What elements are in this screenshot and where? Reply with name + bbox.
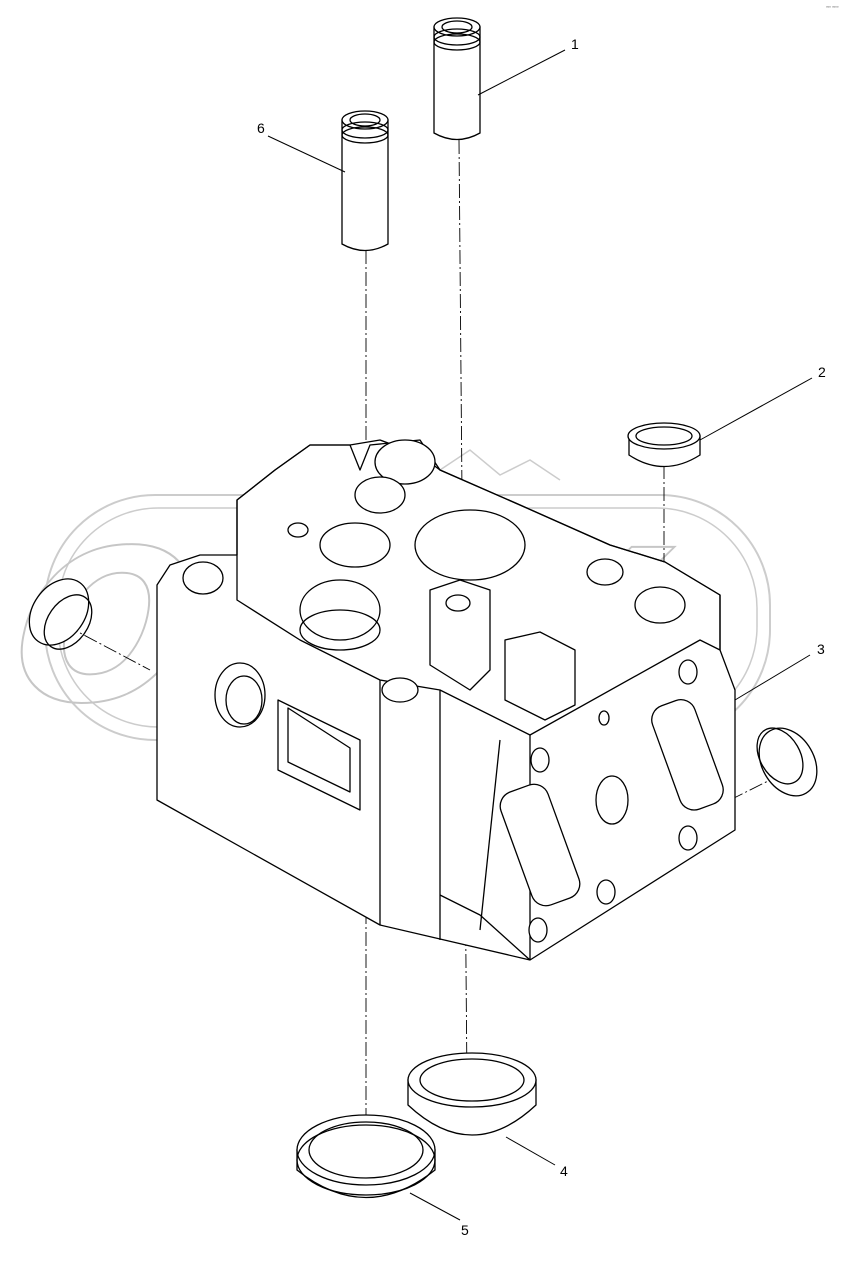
callout-4: 4 <box>560 1163 568 1179</box>
callout-6: 6 <box>257 120 265 136</box>
leader-lines <box>267 49 813 1221</box>
callout-3: 3 <box>817 641 825 657</box>
callout-5: 5 <box>461 1222 469 1238</box>
valve-seat-part-4 <box>407 1052 537 1136</box>
corner-code: ⁰⁰⁰ ⁰⁰⁰⁰ <box>826 5 839 10</box>
side-plug-left <box>28 578 93 650</box>
cylinder-head-part-3 <box>156 439 736 961</box>
plug-part-2 <box>627 422 701 468</box>
valve-guide-part-1 <box>433 17 481 141</box>
callout-1: 1 <box>571 36 579 52</box>
valve-guide-part-6 <box>341 110 389 252</box>
valve-seat-part-5 <box>296 1114 436 1198</box>
side-plug-right <box>756 727 818 797</box>
callout-2: 2 <box>818 364 826 380</box>
